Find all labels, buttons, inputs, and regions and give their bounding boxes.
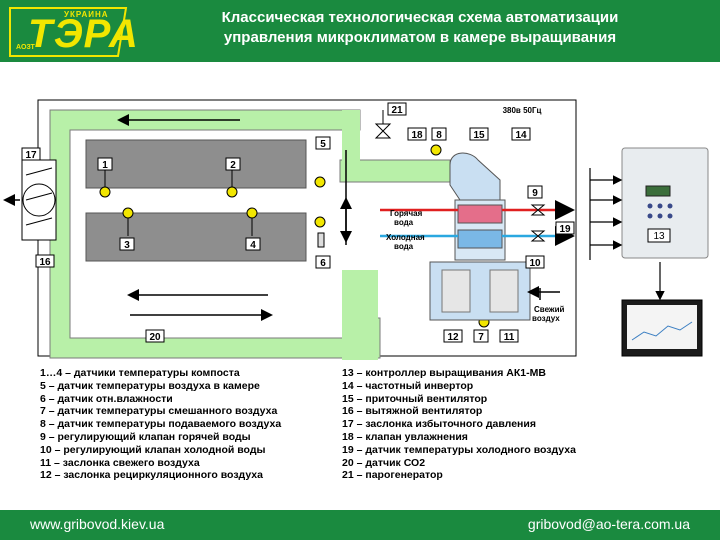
label-10: 10 [529,258,541,269]
cold-water-valve-icon [530,230,546,242]
label-18: 18 [411,130,423,141]
power-label: 380в 50Гц [503,106,542,115]
hot-water-label-1: Горячая [390,209,423,218]
controller-buttons [647,203,673,219]
legend-item: 19 – датчик температуры холодного воздух… [342,443,576,456]
compost-bed-lower [85,212,307,262]
legend-left: 1…4 – датчики температуры компоста 5 – д… [40,367,281,482]
compost-bed-upper [85,139,307,189]
legend-item: 14 – частотный инвертор [342,379,474,392]
label-21: 21 [391,105,403,116]
legend-item: 10 – регулирующий клапан холодной воды [40,443,266,456]
legend-item: 6 – датчик отн.влажности [40,392,173,405]
humidity-probe [317,232,325,248]
damper-blade [25,217,53,226]
legend-item: 20 – датчик СО2 [342,456,426,469]
legend-item: 5 – датчик температуры воздуха в камере [40,379,260,392]
label-13: 13 [653,231,665,242]
compost-sensors [99,144,490,328]
damper-blade [25,167,53,176]
cold-water-label-2: вода [394,242,414,251]
label-14: 14 [515,130,527,141]
logo-sub-text: АОЗТ [16,44,35,51]
label-8: 8 [436,130,442,141]
fresh-air-label-1: Свежий [534,305,565,314]
automation-diagram: 21 18 8 15 14 380в 50Гц 17 16 1 2 3 4 5 … [3,99,709,360]
label-17: 17 [25,150,37,161]
media-labels: Горячая вода Холодная вода Свежий воздух [386,209,565,323]
legend-item: 16 – вытяжной вентилятор [342,405,483,418]
pc-screen-trend [631,321,693,341]
legend-item: 18 – клапан увлажнения [342,430,468,443]
sensor-6 [314,216,326,228]
website-link[interactable]: www.gribovod.kiev.ua [30,516,165,532]
sensor-8 [430,144,442,156]
pc-screen [627,305,697,349]
label-16: 16 [39,257,51,268]
company-logo: УКРАИНА ТЭРА АОЗТ [6,4,138,58]
return-riser [342,270,378,360]
legend-right: 13 – контроллер выращивания АК1-МВ 14 – … [342,367,576,482]
hot-water-coil [457,204,503,224]
fresh-air-damper-box [489,269,519,313]
label-9: 9 [532,188,538,199]
logo-country-text: УКРАИНА [64,10,109,19]
humidifier-valve-icon [374,123,392,139]
cold-water-coil [457,229,503,249]
fresh-air-label-2: воздух [532,314,560,323]
legend-item: 11 – заслонка свежего воздуха [40,456,200,469]
hot-water-label-2: вода [394,218,414,227]
legend-item: 15 – приточный вентилятор [342,392,488,405]
sensor-5 [314,176,326,188]
exhaust-fan-icon [22,183,56,217]
label-12: 12 [447,332,459,343]
supply-riser [342,110,360,180]
logo-name-text: ТЭРА [28,12,139,56]
legend-item: 9 – регулирующий клапан горячей воды [40,430,251,443]
legend-item: 13 – контроллер выращивания АК1-МВ [342,367,546,379]
label-7: 7 [478,332,484,343]
recirc-damper-box [441,269,471,313]
title-line-2: управления микроклиматом в камере выращи… [223,29,617,46]
controller-display [645,185,671,197]
legend-item: 17 – заслонка избыточного давления [342,418,536,431]
hot-water-valve-icon [530,204,546,216]
sensor-2 [226,186,238,198]
page-title: Классическая технологическая схема автом… [150,8,690,48]
title-line-1: Классическая технологическая схема автом… [221,9,619,26]
legend-item: 12 – заслонка рециркуляционного воздуха [40,469,263,482]
supply-fan-housing [449,152,501,201]
legend-item: 1…4 – датчики температуры компоста [40,367,240,379]
damper-blade [25,192,53,201]
footer-bar: www.gribovod.kiev.ua gribovod@ao-tera.co… [0,510,720,540]
label-11: 11 [504,332,515,343]
legend-item: 7 – датчик температуры смешанного воздух… [40,405,278,418]
sensor-3 [122,207,134,219]
legend-item: 21 – парогенератор [342,469,443,482]
label-20: 20 [149,332,161,343]
label-2: 2 [230,160,236,171]
sensor-4 [246,207,258,219]
label-5: 5 [320,139,326,150]
cold-water-label-1: Холодная [386,233,425,242]
number-labels: 21 18 8 15 14 380в 50Гц 17 16 1 2 3 4 5 … [21,102,671,343]
header-bar: УКРАИНА ТЭРА АОЗТ Классическая технологи… [0,0,720,62]
legend-item: 8 – датчик температуры подаваемого возду… [40,418,282,431]
label-15: 15 [473,130,485,141]
label-1: 1 [102,160,108,171]
label-3: 3 [124,240,130,251]
logo-frame [9,7,128,57]
sensor-1 [99,186,111,198]
email-link[interactable]: gribovod@ao-tera.com.ua [527,516,690,532]
label-6: 6 [320,258,326,269]
label-4: 4 [250,240,256,251]
label-19: 19 [559,224,571,235]
